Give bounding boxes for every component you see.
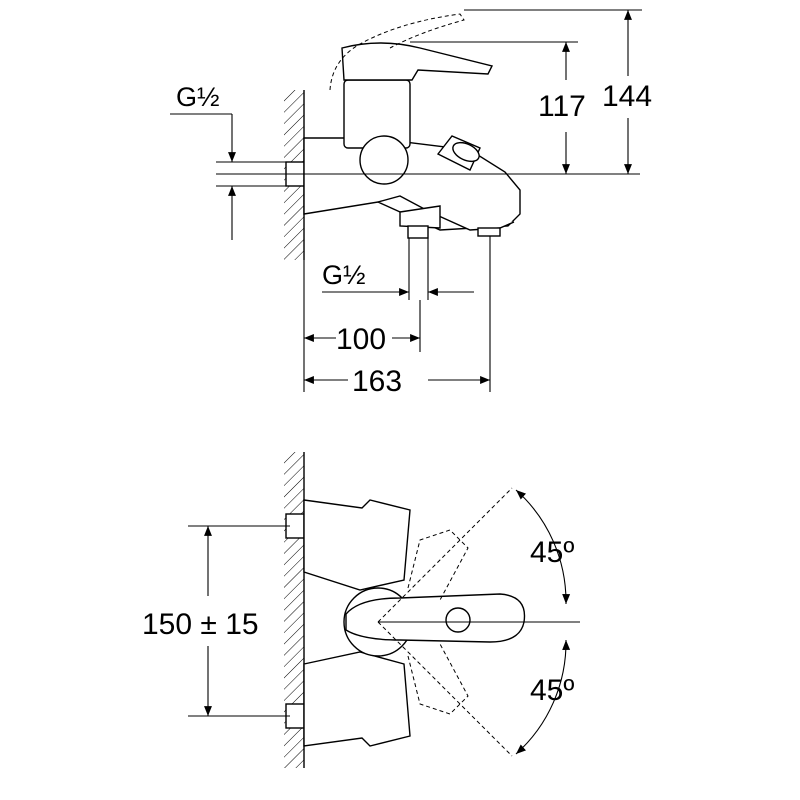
angle-arc-up — [515, 489, 571, 605]
dim-100: 100 — [303, 260, 421, 392]
spout-aerator — [477, 227, 501, 237]
top-lever — [345, 593, 526, 643]
dim-150-label: 150 ± 15 — [142, 608, 259, 641]
lever-ghost-45-down — [407, 643, 469, 715]
dim-163-label: 163 — [352, 365, 402, 398]
lever — [341, 42, 494, 81]
dim-150: 150 ± 15 — [142, 525, 290, 717]
angle-arc-down — [515, 639, 571, 755]
outlet-thread-label: G½ — [322, 260, 366, 290]
top-view: 45º 45º 150 ± 15 — [142, 452, 580, 768]
eccentric-upper — [303, 499, 411, 591]
lever-raised-ghost — [329, 13, 465, 91]
dim-144-label: 144 — [602, 80, 652, 113]
dim-117-label: 117 — [538, 90, 586, 123]
angle-top-label: 45º — [530, 536, 574, 569]
outlet-thread-dimension: G½ — [322, 238, 474, 300]
inlet-thread-dimension: G½ — [170, 82, 290, 240]
dim-117: 117 — [410, 41, 586, 174]
diverter-knob — [436, 135, 481, 171]
mixing-knob — [359, 135, 409, 185]
side-view: G½ G½ 100 163 — [170, 9, 652, 398]
angle-guide-down — [377, 621, 513, 757]
dim-163: 163 — [304, 236, 491, 398]
dim-100-label: 100 — [336, 323, 386, 356]
eccentric-lower — [303, 651, 411, 747]
outlet-connector — [407, 225, 429, 239]
dim-144: 144 — [464, 9, 652, 174]
diverter — [399, 205, 441, 229]
spout — [377, 195, 515, 231]
top-diverter-knob — [445, 607, 471, 633]
angle-guide-up — [377, 487, 513, 623]
lever-ghost-45-up — [407, 529, 469, 601]
angle-bottom-label: 45º — [530, 674, 574, 707]
inlet-thread-label: G½ — [176, 82, 220, 112]
